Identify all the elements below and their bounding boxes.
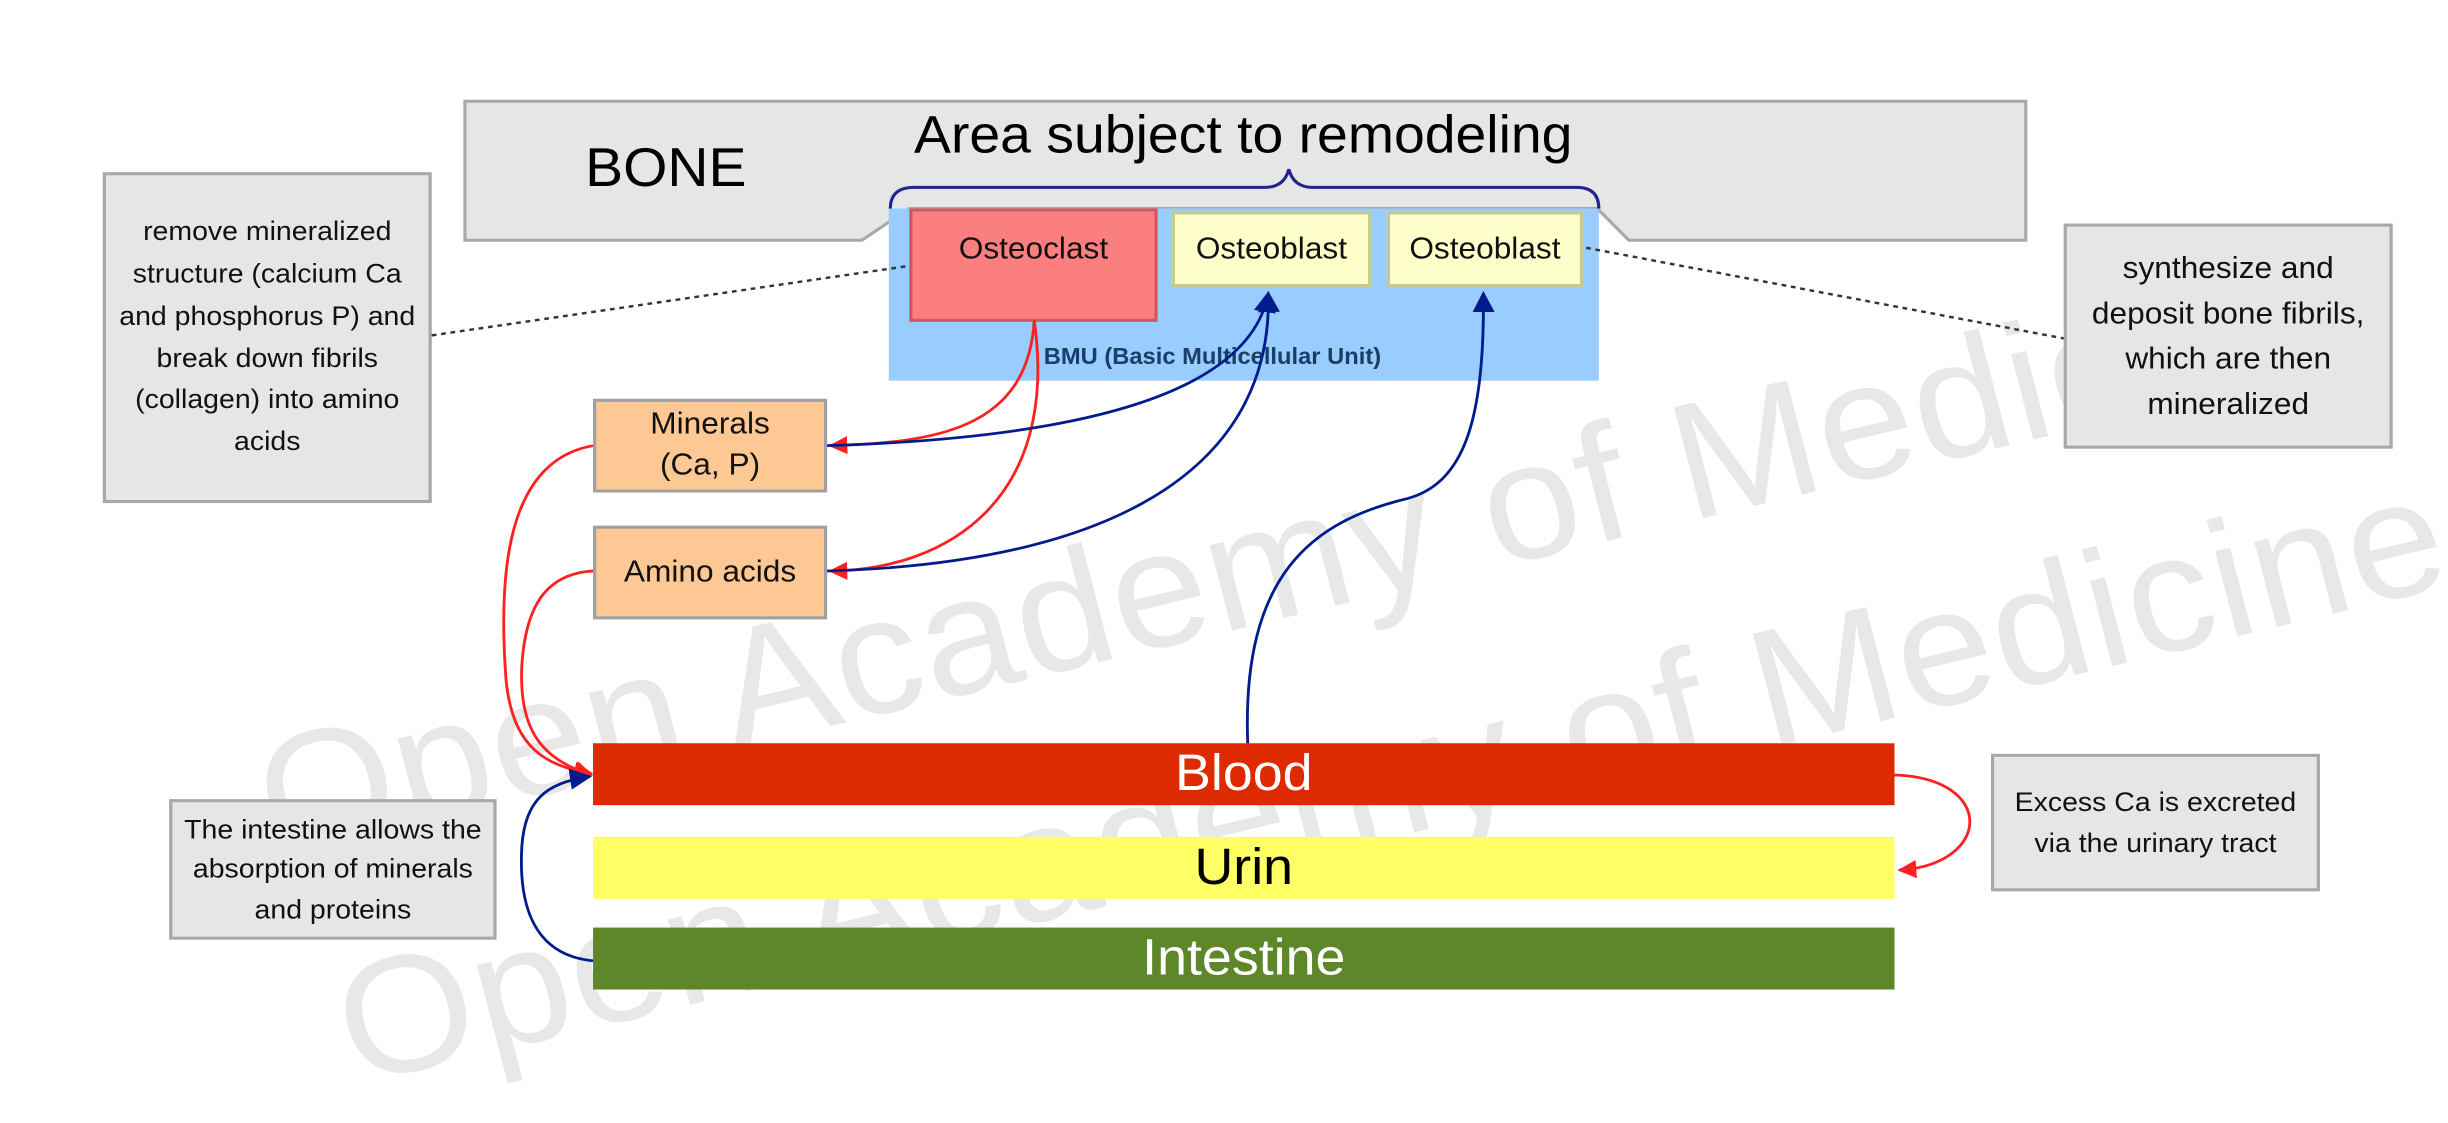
arrow-minerals-osteoblast xyxy=(827,290,1276,448)
osteoclast-leader xyxy=(431,264,910,337)
osteoclast-note: remove mineralized structure (calcium Ca… xyxy=(102,172,432,504)
area-title: Area subject to remodeling xyxy=(914,105,1573,165)
osteoblast-note-text: synthesize and deposit bone fibrils, whi… xyxy=(2091,251,2365,421)
osteoclast-label: Osteoclast xyxy=(958,232,1109,266)
bmu-label: BMU (Basic Multicellular Unit) xyxy=(1043,344,1382,371)
amino-acids-box: Amino acids xyxy=(593,525,828,620)
osteoblast-box-1: Osteoblast xyxy=(1171,211,1372,288)
arrow-osteoclast-minerals xyxy=(828,320,1036,455)
arrow-osteoclast-amino-acids xyxy=(828,320,1040,580)
excretion-note-text: Excess Ca is excreted via the urinary tr… xyxy=(2014,787,2297,858)
osteoclast-box: Osteoclast xyxy=(909,208,1158,322)
osteoblast-box-2: Osteoblast xyxy=(1386,211,1583,288)
amino-acids-label: Amino acids xyxy=(623,555,797,589)
osteoblast-label-1: Osteoblast xyxy=(1195,231,1348,266)
osteoblast-label-2: Osteoblast xyxy=(1409,231,1561,266)
minerals-label: Minerals (Ca, P) xyxy=(650,407,770,482)
blood-bar: Blood xyxy=(593,743,1895,806)
intestine-bar: Intestine xyxy=(593,927,1895,990)
arrow-blood-osteoblast xyxy=(1245,290,1495,744)
blood-label: Blood xyxy=(1175,744,1313,803)
excretion-note: Excess Ca is excreted via the urinary tr… xyxy=(1990,753,2320,892)
osteoblast-note: synthesize and deposit bone fibrils, whi… xyxy=(2063,223,2393,449)
osteoclast-note-text: remove mineralized structure (calcium Ca… xyxy=(119,215,416,457)
osteoblast-leader xyxy=(1585,246,2064,340)
intestine-note-text: The intestine allows the absorption of m… xyxy=(184,814,482,924)
bone-label: BONE xyxy=(585,135,747,198)
connector-layer xyxy=(431,168,2064,963)
arrow-intestine-blood xyxy=(519,768,594,963)
arrow-minerals-blood xyxy=(502,444,594,780)
arrow-blood-urine xyxy=(1894,773,1972,879)
minerals-box: Minerals (Ca, P) xyxy=(593,398,828,493)
intestine-note: The intestine allows the absorption of m… xyxy=(169,799,497,940)
urine-label: Urin xyxy=(1194,838,1294,896)
area-brace xyxy=(888,168,1601,209)
intestine-label: Intestine xyxy=(1142,929,1346,987)
arrow-amino-acids-osteoblast xyxy=(827,290,1280,573)
arrow-amino-acids-blood xyxy=(520,569,594,779)
urine-bar: Urin xyxy=(593,836,1895,899)
